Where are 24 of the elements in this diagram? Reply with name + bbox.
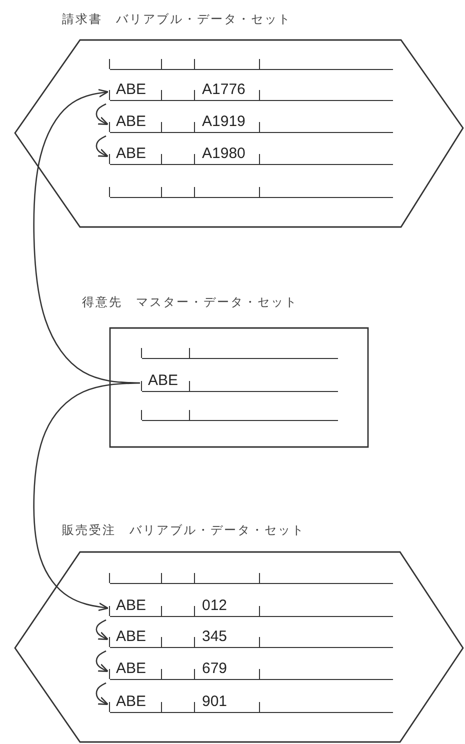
field-value: ABE [116, 660, 146, 678]
field-value: ABE [116, 597, 146, 615]
data-set-title: 請求書 バリアブル・データ・セット [62, 11, 292, 28]
arrow [96, 135, 108, 158]
field-value: ABE [116, 81, 146, 99]
field-value: ABE [116, 628, 146, 646]
arrow [96, 619, 108, 640]
field-value: 901 [202, 693, 228, 711]
field-value: ABE [116, 693, 146, 711]
field-value: A1980 [202, 145, 246, 163]
arrow [96, 103, 108, 126]
arrow [96, 650, 108, 672]
field-value: A1919 [202, 113, 246, 131]
field-value: ABE [148, 372, 178, 390]
field-value: ABE [116, 113, 146, 131]
field-value: 679 [202, 660, 228, 678]
arrow [96, 682, 108, 706]
data-set-title: 得意先 マスター・データ・セット [82, 294, 298, 311]
field-value: 012 [202, 597, 228, 615]
field-value: 345 [202, 628, 228, 646]
data-set-title: 販売受注 バリアブル・データ・セット [62, 522, 305, 539]
field-value: A1776 [202, 81, 246, 99]
arrow [33, 382, 140, 612]
field-value: ABE [116, 145, 146, 163]
